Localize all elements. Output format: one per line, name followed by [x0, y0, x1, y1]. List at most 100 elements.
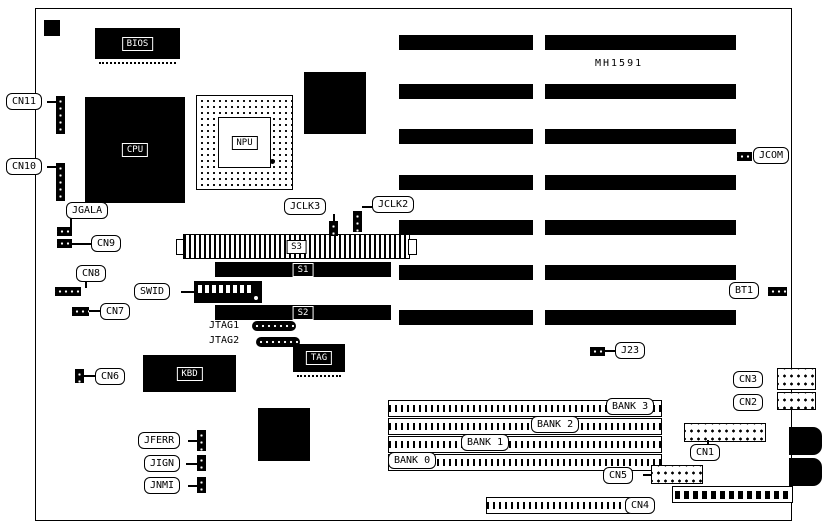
expansion-slot: [545, 310, 736, 325]
jnmi-label: JNMI: [144, 477, 181, 494]
jcom-label: JCOM: [753, 147, 790, 164]
jcom-connector: [737, 152, 752, 161]
expansion-slot: [545, 35, 736, 50]
jgala-label: JGALA: [66, 202, 109, 219]
npu-inner-area: NPU: [218, 117, 271, 168]
cn9-leader: [72, 243, 91, 245]
swid-dip-switch: [194, 281, 262, 303]
board-model: MH1591: [595, 58, 644, 69]
jtag2-connector: [256, 337, 300, 347]
expansion-slot: [399, 84, 533, 99]
bt1-label: BT1: [729, 282, 760, 299]
bottom-pin-header: [672, 486, 793, 503]
board-outline: [35, 8, 792, 521]
jferr-leader: [188, 440, 197, 442]
corner-chip: [44, 20, 60, 36]
npu-pin1-dot: [270, 159, 275, 164]
cpu-chip: CPU: [85, 97, 185, 203]
jclk3-leader: [333, 214, 335, 221]
cn1-label: CN1: [690, 444, 721, 461]
expansion-slot: [545, 175, 736, 190]
bios-chip: BIOS: [95, 28, 180, 59]
expansion-slot: [399, 175, 533, 190]
bank3-label: BANK 3: [606, 398, 655, 415]
expansion-slot: [399, 35, 533, 50]
cn6-leader: [84, 375, 95, 377]
cn1-leader: [707, 440, 709, 445]
jferr-label: JFERR: [138, 432, 181, 449]
bios-label: BIOS: [121, 36, 154, 51]
jtag2-label: JTAG2: [209, 335, 240, 346]
cn10-leader: [47, 166, 56, 168]
cn2-connector: [777, 392, 816, 410]
cn6-connector: [75, 369, 84, 383]
npu-label: NPU: [231, 135, 258, 150]
cn6-label: CN6: [95, 368, 126, 385]
expansion-slot: [545, 84, 736, 99]
dip-switch-window: [198, 285, 254, 293]
s1-connector: S1: [215, 262, 391, 277]
cn11-leader: [47, 101, 56, 103]
cn7-leader: [89, 310, 100, 312]
expansion-slot: [399, 310, 533, 325]
s3-label: S3: [286, 239, 307, 254]
bank0-label: BANK 0: [388, 452, 437, 469]
cn9-connector: [57, 239, 72, 248]
expansion-slot: [399, 220, 533, 235]
j23-label: J23: [615, 342, 646, 359]
s1-label: S1: [292, 262, 314, 277]
cn5-connector: [651, 465, 703, 484]
cn4-connector: [486, 497, 630, 514]
tag-chip: TAG: [293, 344, 345, 372]
bios-socket-pins: [99, 62, 176, 64]
expansion-slot: [399, 129, 533, 144]
cn11-connector: [56, 96, 65, 134]
jferr-connector: [197, 430, 206, 451]
s2-connector: S2: [215, 305, 391, 320]
jgala-leader: [70, 218, 72, 227]
jtag1-label: JTAG1: [209, 320, 240, 331]
cn10-connector: [56, 163, 65, 201]
jclk2-leader: [362, 206, 372, 208]
cpu-label: CPU: [121, 143, 149, 157]
cn7-label: CN7: [100, 303, 131, 320]
expansion-slot: [545, 129, 736, 144]
cn5-leader: [643, 474, 651, 476]
kbd-label: KBD: [176, 366, 203, 381]
j23-connector: [590, 347, 605, 356]
cn2-label: CN2: [733, 394, 764, 411]
jnmi-connector: [197, 477, 206, 493]
swid-label: SWID: [134, 283, 171, 300]
cn10-label: CN10: [6, 158, 43, 175]
cn8-leader: [85, 281, 87, 288]
kbd-chip: KBD: [143, 355, 236, 392]
cn9-label: CN9: [91, 235, 122, 252]
jclk3-label: JCLK3: [284, 198, 327, 215]
cn1-connector: [684, 423, 766, 442]
jign-label: JIGN: [144, 455, 181, 472]
cn11-label: CN11: [6, 93, 43, 110]
expansion-slot: [399, 265, 533, 280]
jclk2-connector: [353, 211, 362, 232]
tag-socket-pins: [297, 375, 341, 377]
bt1-connector: [768, 287, 787, 296]
qfp-chip: [304, 72, 366, 134]
swid-leader: [181, 291, 194, 293]
jnmi-leader: [188, 485, 197, 487]
cn4-label: CN4: [625, 497, 656, 514]
simm-socket-bank1: [388, 436, 662, 453]
jign-leader: [186, 463, 197, 465]
s2-label: S2: [292, 305, 314, 320]
expansion-slot: [545, 220, 736, 235]
jgala-connector: [57, 227, 72, 236]
keyboard-din-connector: [789, 427, 822, 455]
jclk2-label: JCLK2: [372, 196, 415, 213]
cn3-label: CN3: [733, 371, 764, 388]
s3-end-right: [408, 239, 417, 255]
bank2-label: BANK 2: [531, 416, 580, 433]
jign-connector: [197, 455, 206, 471]
jclk3-connector: [329, 221, 338, 236]
npu-socket: NPU: [196, 95, 293, 190]
cn7-connector: [72, 307, 89, 316]
